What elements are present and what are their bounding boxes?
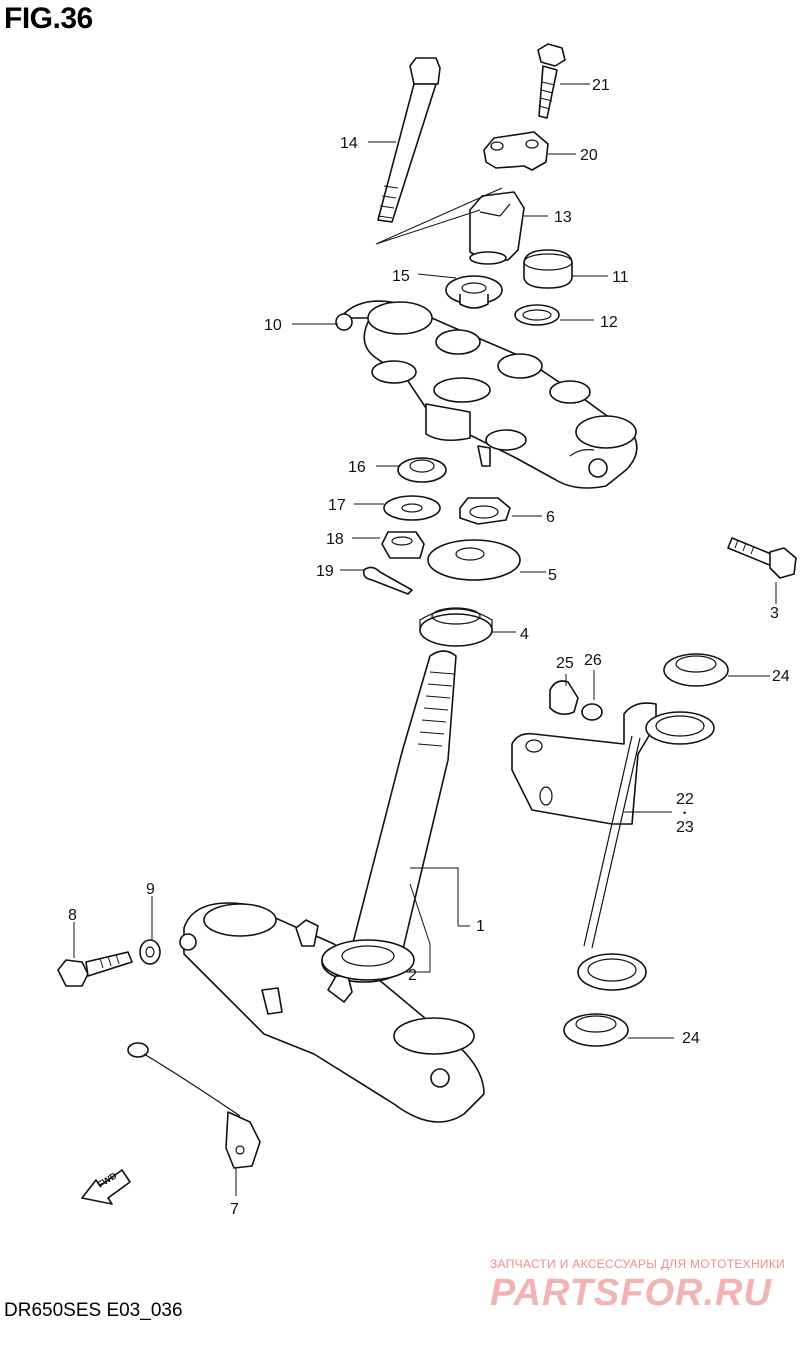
callout-22: 22 bbox=[676, 791, 694, 808]
watermark-subtitle: ЗАПЧАСТИ И АКСЕССУАРЫ ДЛЯ МОТОТЕХНИКИ bbox=[490, 1257, 786, 1271]
callout-9: 9 bbox=[146, 881, 155, 898]
callout-19: 19 bbox=[316, 563, 334, 580]
part-24-grommet-upper[interactable] bbox=[663, 653, 729, 687]
part-19-cotter-pin[interactable] bbox=[362, 566, 413, 595]
callout-16: 16 bbox=[348, 459, 366, 476]
callout-4: 4 bbox=[520, 626, 529, 643]
callout-labels: 21 20 13 14 11 12 15 10 16 17 6 18 5 19 … bbox=[68, 77, 790, 1218]
callout-26: 26 bbox=[584, 652, 602, 669]
callout-13: 13 bbox=[554, 209, 572, 226]
part-17-washer[interactable] bbox=[383, 495, 441, 521]
callout-24-upper: 24 bbox=[772, 668, 790, 685]
callout-dot: • bbox=[683, 808, 686, 818]
callout-3: 3 bbox=[770, 605, 779, 622]
part-2-bearing[interactable] bbox=[321, 939, 415, 981]
part-1-steering-stem-lower-bracket[interactable] bbox=[179, 650, 485, 1123]
part-16-lock-washer[interactable] bbox=[397, 457, 447, 483]
part-7-ground-wire[interactable] bbox=[127, 1042, 261, 1169]
part-15-damper[interactable] bbox=[445, 275, 503, 309]
watermark-logo: PARTSFOR.RU bbox=[490, 1272, 772, 1314]
callout-6: 6 bbox=[546, 509, 555, 526]
part-25-cushion[interactable] bbox=[549, 680, 579, 716]
part-9-washer[interactable] bbox=[139, 939, 161, 965]
callout-15: 15 bbox=[392, 268, 410, 285]
part-14-long-bolt[interactable] bbox=[375, 57, 503, 245]
callout-21: 21 bbox=[592, 77, 610, 94]
part-10-upper-steering-bracket[interactable] bbox=[335, 300, 638, 489]
part-22-23-meter-bracket[interactable] bbox=[511, 702, 715, 991]
leader-lines bbox=[73, 83, 777, 1196]
callout-1: 1 bbox=[476, 918, 485, 935]
figure-title: FIG.36 bbox=[4, 2, 93, 35]
part-20-handlebar-clamp-upper[interactable] bbox=[483, 131, 549, 171]
part-3-bolt[interactable] bbox=[727, 537, 797, 579]
callout-20: 20 bbox=[580, 147, 598, 164]
fwd-arrow-icon: FWD bbox=[81, 1169, 131, 1205]
callout-8: 8 bbox=[68, 907, 77, 924]
callout-11: 11 bbox=[612, 269, 629, 286]
part-6-steering-stem-nut[interactable] bbox=[459, 497, 511, 525]
callout-5: 5 bbox=[548, 567, 557, 584]
part-24-grommet-lower[interactable] bbox=[563, 1013, 629, 1047]
part-13-handlebar-holder[interactable] bbox=[469, 191, 525, 265]
part-12-washer[interactable] bbox=[514, 304, 560, 326]
callout-23: 23 bbox=[676, 819, 694, 836]
part-8-bolt[interactable] bbox=[57, 951, 133, 987]
part-4-dust-seal[interactable] bbox=[419, 607, 493, 647]
callout-17: 17 bbox=[328, 497, 346, 514]
callout-24-lower: 24 bbox=[682, 1030, 700, 1047]
callout-12: 12 bbox=[600, 314, 618, 331]
callout-10: 10 bbox=[264, 317, 282, 334]
callout-25: 25 bbox=[556, 655, 574, 672]
part-5-washer[interactable] bbox=[427, 539, 521, 581]
part-18-nut[interactable] bbox=[381, 531, 425, 559]
callout-14: 14 bbox=[340, 135, 358, 152]
part-26-collar[interactable] bbox=[581, 703, 603, 721]
part-21-bolt[interactable] bbox=[537, 43, 566, 119]
callout-2: 2 bbox=[408, 967, 417, 984]
callout-18: 18 bbox=[326, 531, 344, 548]
figure-code: DR650SES E03_036 bbox=[4, 1300, 183, 1321]
part-11-cap[interactable] bbox=[523, 249, 573, 289]
callout-7: 7 bbox=[230, 1201, 239, 1218]
